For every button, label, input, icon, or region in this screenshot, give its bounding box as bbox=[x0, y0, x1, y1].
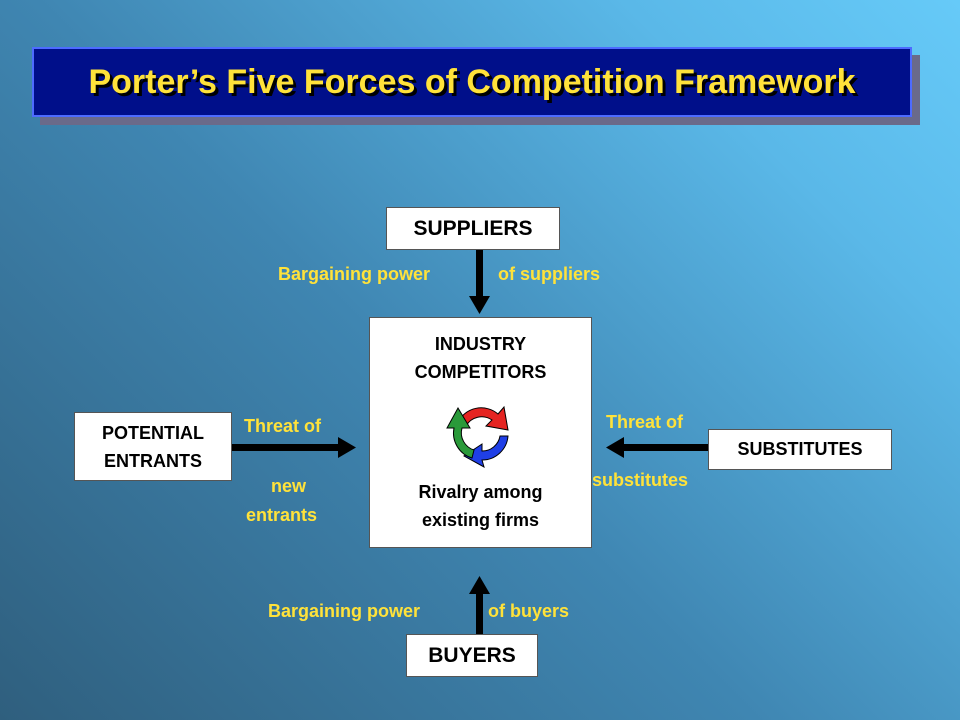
supplier-power-label-right: of suppliers bbox=[498, 264, 601, 284]
industry-line1: INDUSTRY bbox=[434, 334, 527, 354]
title-bar: Porter’s Five Forces of Competition Fram… bbox=[32, 47, 912, 117]
rivalry-line1: Rivalry among bbox=[418, 482, 543, 502]
buyer-power-label-left: Bargaining power bbox=[268, 601, 421, 621]
new-entrants-label-1: Threat of bbox=[244, 416, 322, 436]
buyer-arrow bbox=[469, 576, 490, 634]
suppliers-label: SUPPLIERS bbox=[413, 216, 533, 240]
buyers-box: BUYERS bbox=[406, 634, 538, 677]
industry-competitors-box: INDUSTRY COMPETITORS Rivalry among exist… bbox=[369, 317, 592, 548]
rivalry-line2: existing firms bbox=[421, 510, 540, 530]
potential-entrants-line2: ENTRANTS bbox=[104, 450, 202, 471]
potential-entrants-line1: POTENTIAL bbox=[102, 422, 204, 443]
supplier-arrow bbox=[469, 250, 490, 314]
substitutes-label-1: Threat of bbox=[606, 412, 684, 432]
industry-line2: COMPETITORS bbox=[414, 362, 547, 382]
cycle-arrows-icon bbox=[445, 405, 509, 468]
buyers-label: BUYERS bbox=[428, 643, 516, 667]
entrants-arrow bbox=[232, 437, 356, 458]
suppliers-box: SUPPLIERS bbox=[386, 207, 560, 250]
substitutes-box: SUBSTITUTES bbox=[708, 429, 892, 470]
page-title: Porter’s Five Forces of Competition Fram… bbox=[88, 62, 856, 101]
new-entrants-label-2: new bbox=[271, 476, 307, 496]
potential-entrants-box: POTENTIAL ENTRANTS bbox=[74, 412, 232, 481]
substitutes-label-2: substitutes bbox=[592, 470, 689, 490]
buyer-power-label-right: of buyers bbox=[488, 601, 570, 621]
substitutes-arrow bbox=[606, 437, 708, 458]
new-entrants-label-3: entrants bbox=[246, 505, 318, 525]
substitutes-label: SUBSTITUTES bbox=[737, 439, 863, 459]
supplier-power-label-left: Bargaining power bbox=[278, 264, 431, 284]
